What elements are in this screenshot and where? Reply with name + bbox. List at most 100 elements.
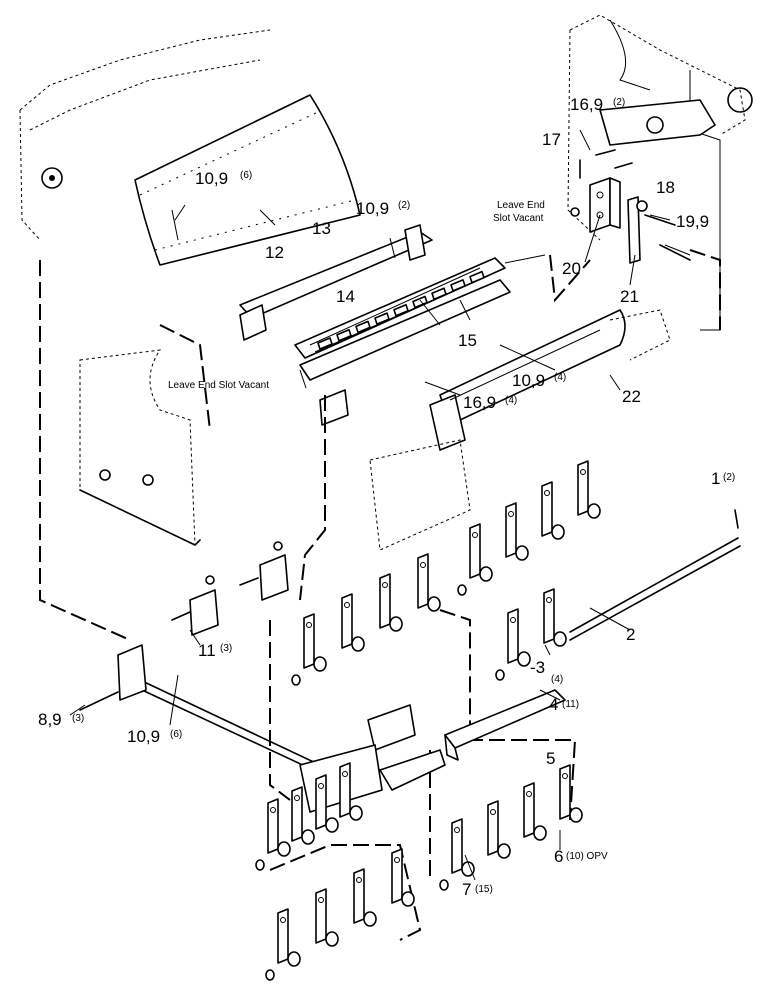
part-14-slat-tray <box>294 257 506 359</box>
callout-19-9: 19,9 <box>676 212 709 231</box>
callout-8-9: 8,9 <box>38 710 62 729</box>
spacer <box>325 817 339 833</box>
spacer <box>427 596 441 612</box>
callout-10-9-a: 10,9 <box>195 169 228 188</box>
plate-hole <box>526 791 532 797</box>
left-frame-plate <box>79 349 201 546</box>
callout-16-9-a: 16,9 <box>570 95 603 114</box>
callouts: 10,9 (6) 12 13 10,9 (2) Leave End Slot V… <box>38 95 735 899</box>
plate-hole <box>394 857 400 863</box>
callout-7-qty: (15) <box>475 884 493 895</box>
slat <box>336 328 352 342</box>
callout-1: 1 <box>711 469 720 488</box>
spacer <box>363 911 377 927</box>
plate <box>487 800 499 856</box>
plate-hole <box>472 532 478 538</box>
note-leave-end-slot-vacant: Leave End Slot Vacant <box>168 380 269 391</box>
plate <box>379 573 391 629</box>
callout-22: 22 <box>622 387 641 406</box>
washer <box>255 859 265 871</box>
callout-14: 14 <box>336 287 355 306</box>
spacer <box>515 545 529 561</box>
spacer <box>553 631 567 647</box>
plate <box>315 888 327 944</box>
slat <box>355 320 371 334</box>
spacer <box>287 951 301 967</box>
part-11-brackets <box>79 541 289 711</box>
spacer <box>587 503 601 519</box>
part-22-cover <box>429 309 626 451</box>
washer <box>457 584 467 596</box>
mid-frame <box>369 309 671 551</box>
plate-hole <box>294 795 300 801</box>
plate-hole <box>306 622 312 628</box>
plate-hole <box>510 617 516 623</box>
callout-8-9-qty: (3) <box>72 713 84 724</box>
slat <box>431 287 447 300</box>
slat <box>374 312 390 325</box>
part-2-rod <box>569 509 741 641</box>
plate <box>315 774 327 830</box>
plate-hole <box>270 807 276 813</box>
plate-groups <box>255 460 601 981</box>
plate-hole <box>342 771 348 777</box>
callout-7: 7 <box>462 880 471 899</box>
callout-3-qty: (4) <box>551 674 563 685</box>
callout-3: -3 <box>530 658 545 677</box>
plate <box>303 613 315 669</box>
spacer <box>351 636 365 652</box>
plate-hole <box>508 511 514 517</box>
left-end-bracket <box>239 304 349 426</box>
spacer <box>517 651 531 667</box>
plate <box>339 762 351 818</box>
plate <box>267 798 279 854</box>
plate-hole <box>382 582 388 588</box>
plate-hole <box>356 877 362 883</box>
part-5-channels <box>299 689 566 813</box>
note-leave-end-line1: Leave End <box>497 200 545 211</box>
slat <box>469 270 485 284</box>
bolts-upper-right <box>570 149 691 261</box>
callout-20: 20 <box>562 259 581 278</box>
spacer <box>479 566 493 582</box>
plate-hole <box>562 773 568 779</box>
left-cross-rod <box>139 679 323 775</box>
callout-5: 5 <box>546 749 555 768</box>
part-12-shield <box>134 94 361 266</box>
plate <box>417 553 429 609</box>
assembly-lines <box>39 249 721 941</box>
plate <box>559 764 571 820</box>
plate <box>277 908 289 964</box>
callout-10-9-b-qty: (2) <box>398 200 410 211</box>
right-upper-frame <box>567 14 753 331</box>
spacer <box>401 891 415 907</box>
callout-17: 17 <box>542 130 561 149</box>
washer <box>439 879 449 891</box>
plate-hole <box>546 597 552 603</box>
plate-hole <box>318 783 324 789</box>
callout-15: 15 <box>458 331 477 350</box>
callout-16-9-b: 16,9 <box>463 393 496 412</box>
washer <box>291 674 301 686</box>
plate <box>543 588 555 644</box>
spacer <box>325 931 339 947</box>
callout-11-qty: (3) <box>220 643 232 654</box>
callout-6: 6 <box>554 847 563 866</box>
plate-hole <box>280 917 286 923</box>
part-20-bracket <box>589 177 621 233</box>
plate-hole <box>544 490 550 496</box>
spacer <box>551 524 565 540</box>
plate <box>507 608 519 664</box>
spacer <box>497 843 511 859</box>
callout-10-9-b: 10,9 <box>356 199 389 218</box>
part-13-rail <box>239 224 433 319</box>
callout-10-9-c-qty: (4) <box>554 372 566 383</box>
note-leave-end-line2: Slot Vacant <box>493 213 544 224</box>
slat <box>450 279 466 292</box>
plate <box>353 868 365 924</box>
plate-hole <box>344 602 350 608</box>
callout-2: 2 <box>626 625 635 644</box>
callout-16-9-b-qty: (4) <box>505 395 517 406</box>
plate-hole <box>490 809 496 815</box>
